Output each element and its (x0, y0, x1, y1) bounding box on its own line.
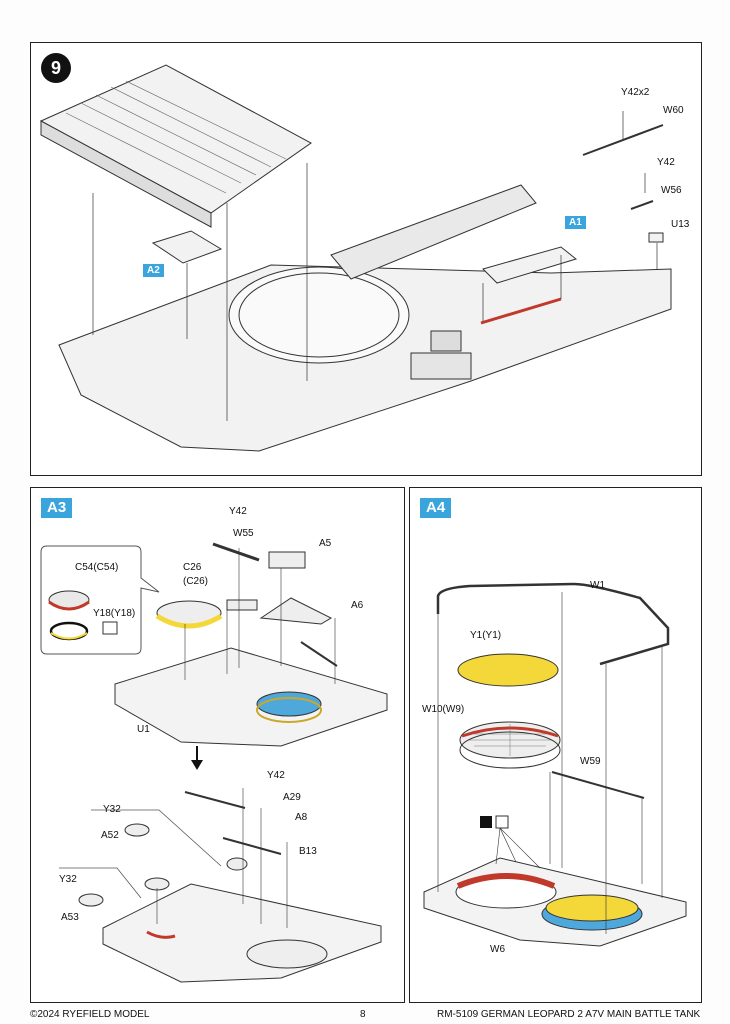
tag-a2: A2 (143, 264, 164, 277)
label-c54: C54(C54) (75, 562, 119, 573)
label-w55: W55 (233, 528, 254, 539)
label-w56: W56 (661, 185, 682, 196)
part-a1 (482, 246, 578, 284)
step-a3-drawing (40, 542, 388, 983)
label-w1: W1 (590, 580, 605, 591)
label-y42-top: Y42 (229, 506, 247, 517)
label-a5: A5 (319, 538, 332, 549)
label-b13: B13 (299, 846, 317, 857)
label-w59: W59 (580, 756, 601, 767)
label-y42x2: Y42x2 (621, 87, 650, 98)
label-c26: C26 (183, 562, 202, 573)
engine-deck-part (39, 64, 312, 214)
tag-a1: A1 (565, 216, 586, 229)
label-a6: A6 (351, 600, 364, 611)
label-a8: A8 (295, 812, 308, 823)
label-w10: W10(W9) (422, 704, 465, 715)
label-y32-b: Y32 (59, 874, 77, 885)
label-a29: A29 (283, 792, 301, 803)
label-u1: U1 (137, 724, 150, 735)
label-y42-mid: Y42 (267, 770, 285, 781)
tag-a4: A4 (420, 498, 452, 518)
step-a3-panel: A3 (30, 487, 405, 1003)
step-9-panel: 9 (30, 42, 702, 476)
label-u13: U13 (671, 219, 690, 230)
step-a4-panel: A4 (409, 487, 702, 1003)
label-y18: Y18(Y18) (93, 608, 136, 619)
step-9-drawing (39, 64, 672, 452)
label-w6: W6 (490, 944, 505, 955)
label-y1: Y1(Y1) (470, 630, 502, 641)
label-c26b: (C26) (183, 576, 209, 587)
label-a53: A53 (61, 912, 79, 923)
step-number: 9 (41, 53, 71, 83)
label-w60: W60 (663, 105, 684, 116)
step-a4-drawing (423, 582, 687, 947)
part-a2 (151, 230, 223, 264)
label-a52: A52 (101, 830, 119, 841)
tag-a3: A3 (41, 498, 73, 518)
footer-product: RM-5109 GERMAN LEOPARD 2 A7V MAIN BATTLE… (437, 1009, 701, 1020)
label-y42: Y42 (657, 157, 675, 168)
footer-copyright: ©2024 RYEFIELD MODEL (30, 1009, 150, 1020)
label-y32-a: Y32 (103, 804, 121, 815)
footer-page-number: 8 (360, 1009, 366, 1020)
